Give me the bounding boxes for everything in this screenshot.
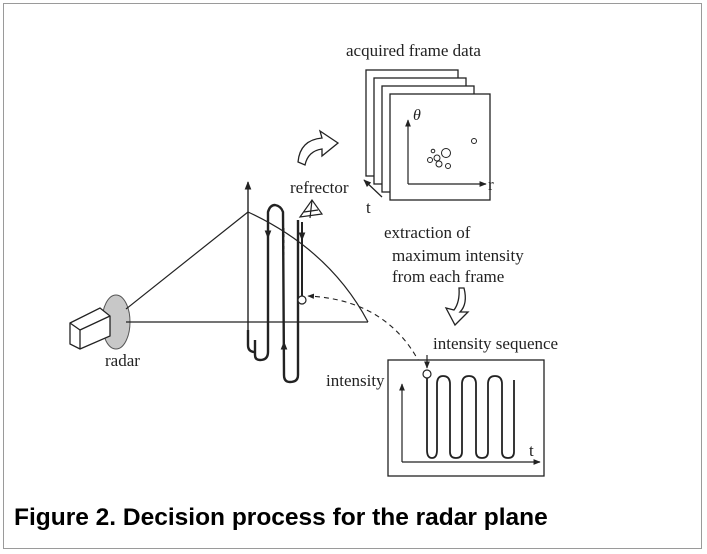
acquired-frame-data-label: acquired frame data <box>346 41 481 60</box>
extraction-line3: from each frame <box>392 267 504 286</box>
theta-axis-label: θ <box>413 107 421 124</box>
r-axis-label: r <box>488 175 494 194</box>
radar-beam-sector <box>125 211 369 323</box>
pyramid-reflector-icon <box>298 198 324 219</box>
curved-arrow-icon <box>297 129 340 166</box>
frame-time-label: t <box>366 198 371 217</box>
frame-stack <box>365 69 491 201</box>
scan-trace <box>244 181 307 384</box>
extraction-line2: maximum intensity <box>392 246 524 265</box>
intensity-sequence-label: intensity sequence <box>433 334 558 353</box>
radar-label: radar <box>105 351 140 370</box>
frame-data-points <box>427 138 477 169</box>
intensity-curve <box>426 375 515 459</box>
sequence-start-marker <box>422 369 432 379</box>
figure-caption: Figure 2. Decision process for the radar… <box>14 504 548 531</box>
dashed-link-curve <box>307 293 425 373</box>
figure-frame <box>3 3 702 549</box>
frame-plot <box>405 119 487 187</box>
plot-time-label: t <box>529 441 534 460</box>
extraction-line1: extraction of <box>384 223 471 242</box>
refrector-label: refrector <box>290 178 349 197</box>
frame-time-arrow <box>363 179 383 198</box>
radar-device-icon <box>69 294 131 350</box>
down-arrow-icon <box>444 287 470 327</box>
intensity-plot <box>387 359 545 477</box>
intensity-axis-label: intensity <box>326 371 385 390</box>
